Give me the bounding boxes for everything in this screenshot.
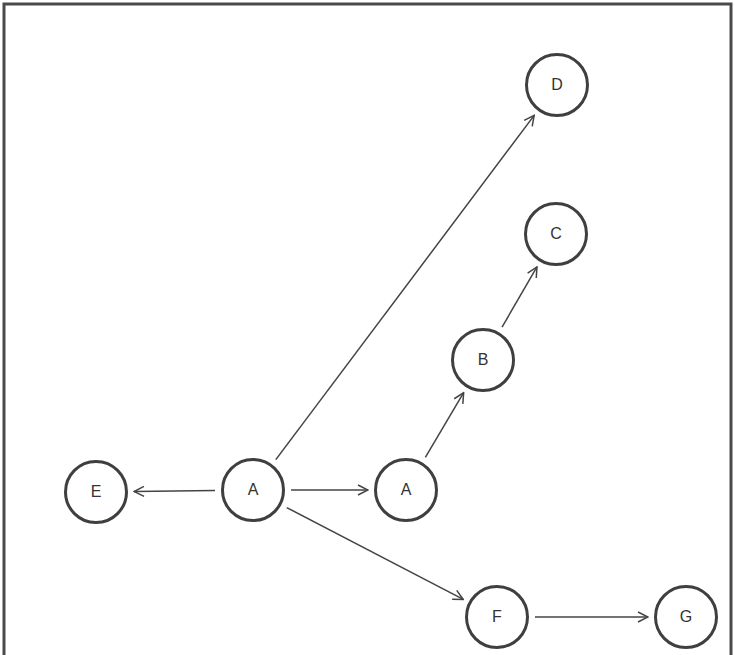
circle-shape <box>656 587 717 648</box>
node-circle: G <box>654 585 718 649</box>
node-label: E <box>91 482 102 501</box>
node-label: D <box>551 75 563 94</box>
node-circle: E <box>64 460 128 524</box>
node-circle: F <box>465 585 529 649</box>
node-circle: A <box>374 458 438 522</box>
node-label: C <box>550 224 562 243</box>
circle-shape <box>467 587 528 648</box>
circle-shape <box>376 460 437 521</box>
arrow-connector <box>535 616 648 618</box>
node-label: F <box>492 607 502 626</box>
arrow-connector <box>276 115 534 459</box>
node-label: A <box>401 480 412 499</box>
node-circle: A <box>221 458 285 522</box>
arrow-connector <box>134 490 215 491</box>
node-label: A <box>248 480 259 499</box>
border <box>4 4 731 655</box>
node-circle: C <box>524 202 588 266</box>
arrow-connector <box>287 508 464 600</box>
node-label: B <box>478 350 489 369</box>
circle-shape <box>66 462 127 523</box>
arrow-connector <box>425 393 463 458</box>
node-circle: D <box>525 53 589 117</box>
circle-shape <box>527 55 588 116</box>
node-label: G <box>680 607 692 626</box>
circle-shape <box>223 460 284 521</box>
arrow-connector <box>502 267 537 327</box>
arrow-connector <box>291 489 368 491</box>
circle-shape <box>526 204 587 265</box>
node-circle: B <box>451 328 515 392</box>
circle-shape <box>453 330 514 391</box>
